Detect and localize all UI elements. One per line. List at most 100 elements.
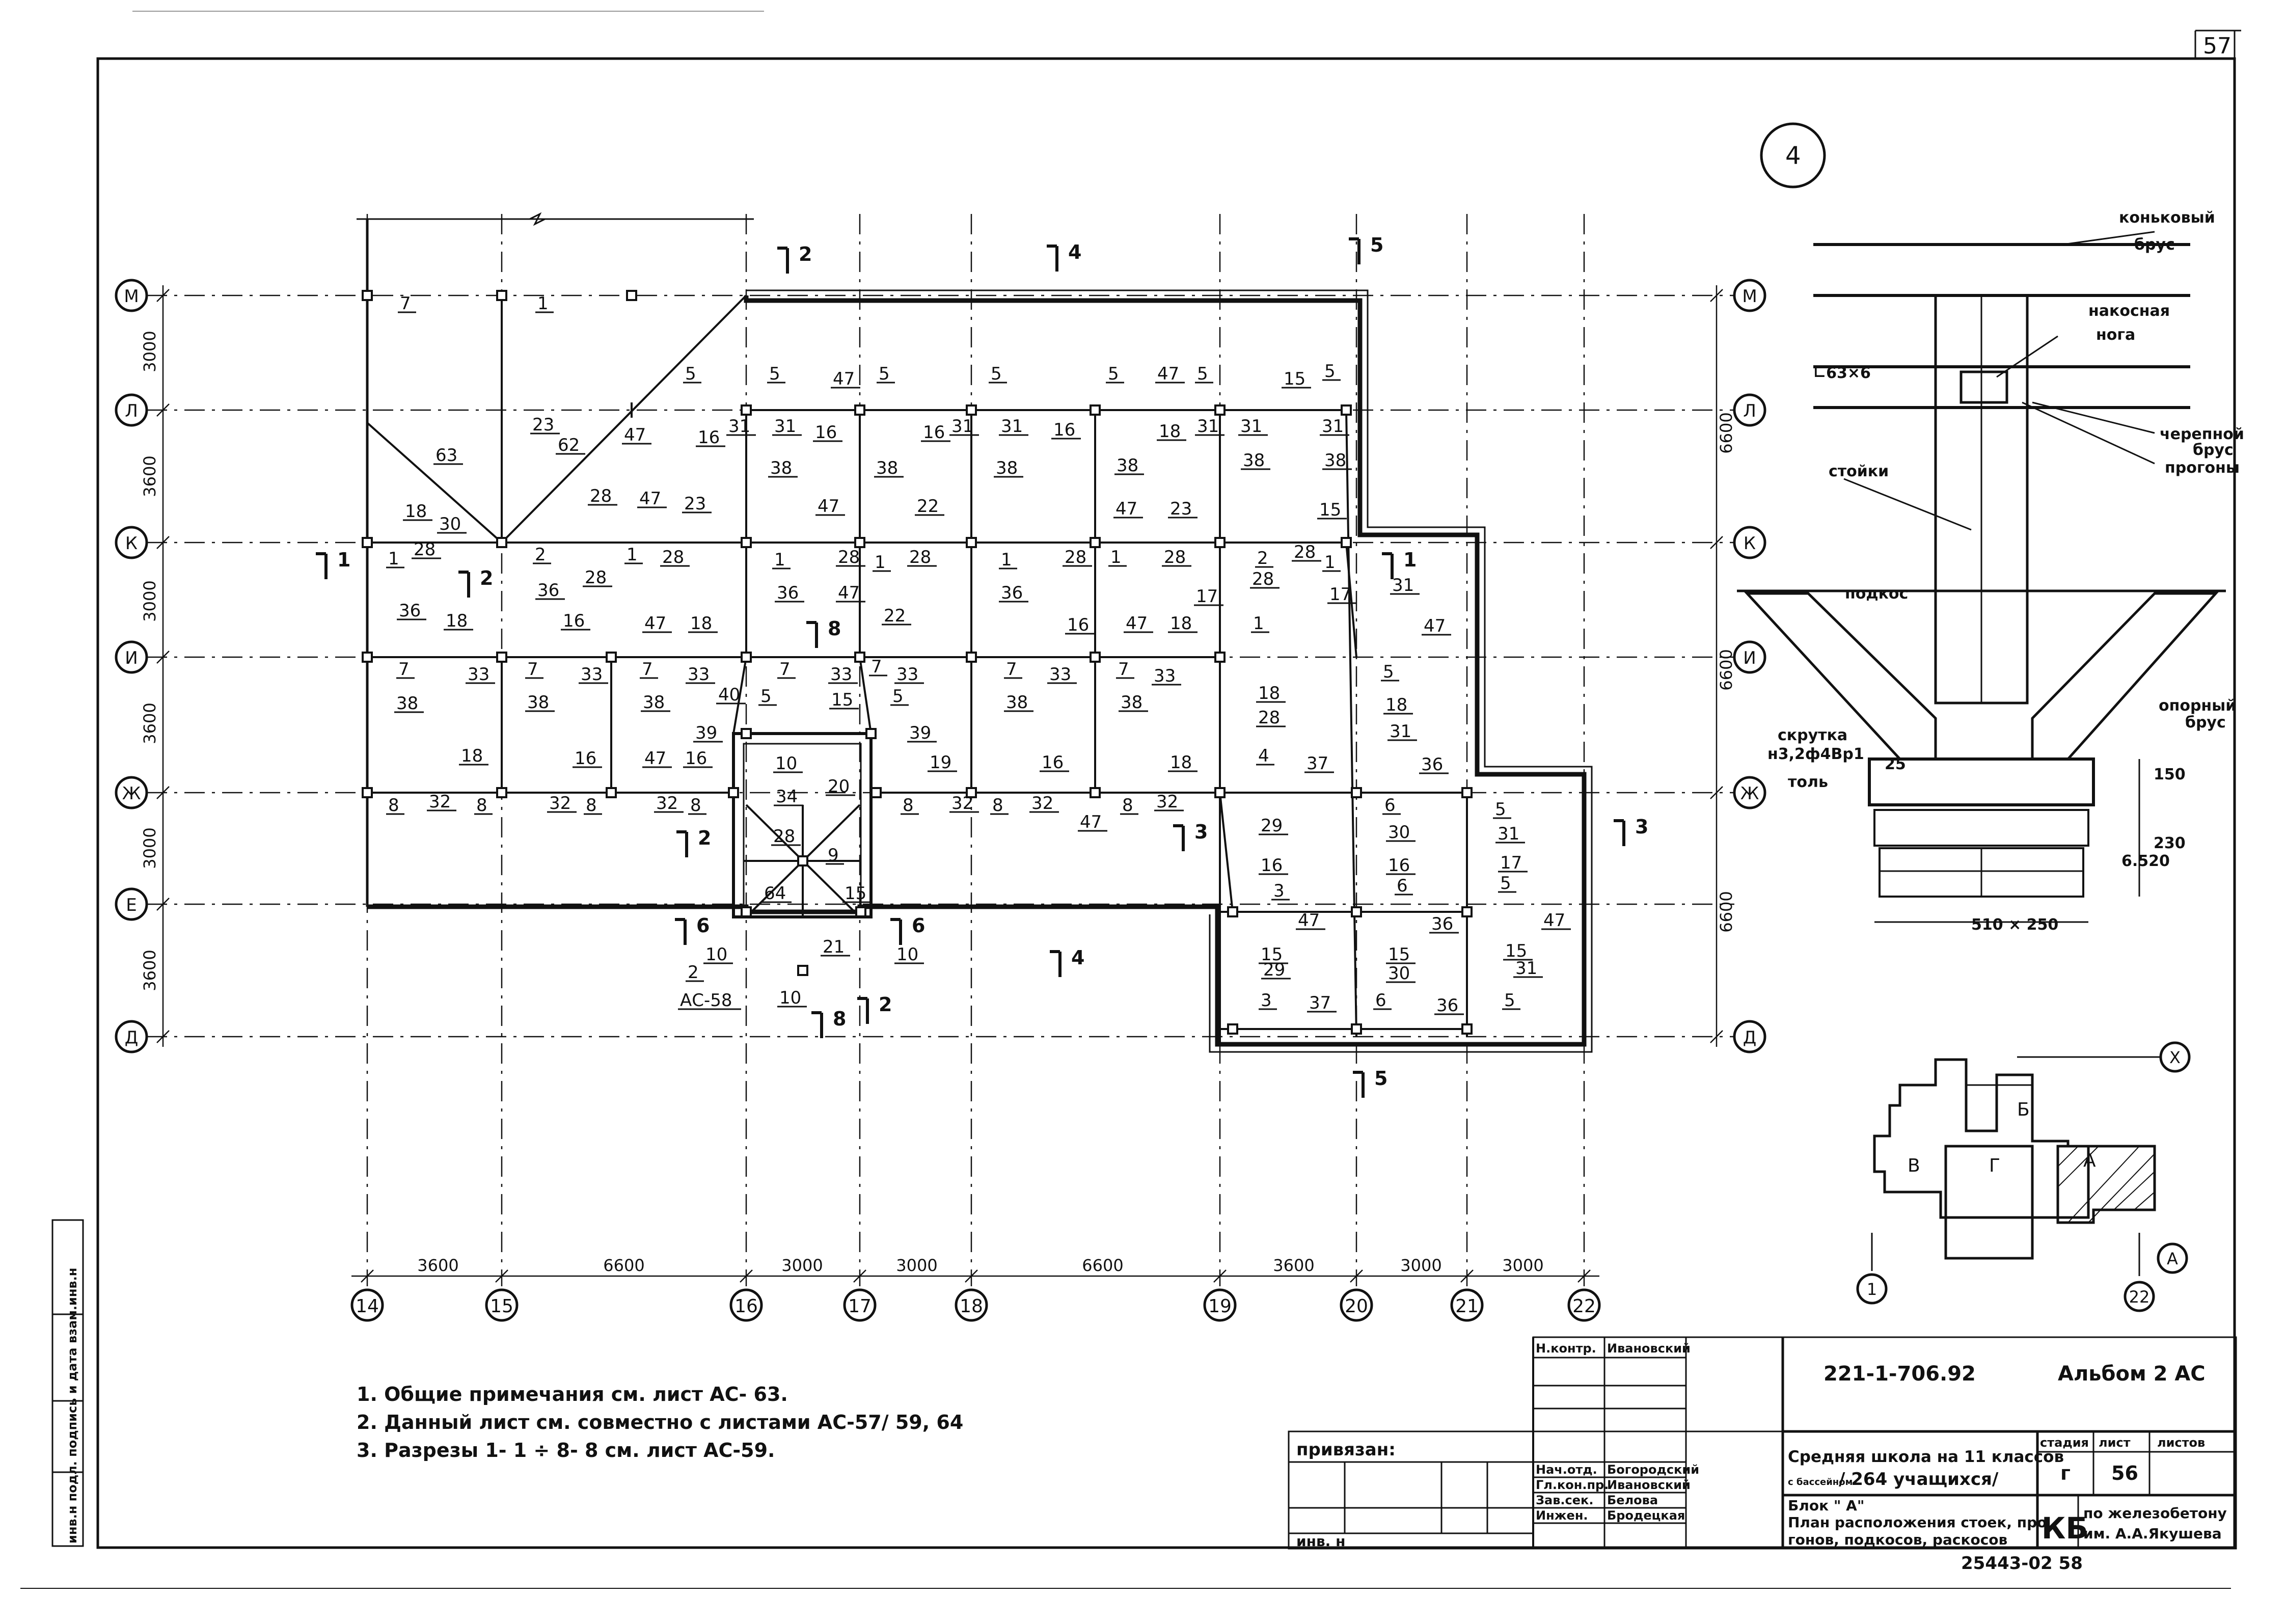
dimension-bottom: 6600 (603, 1256, 644, 1275)
section-cut-label: 4 (1071, 946, 1084, 969)
member-callout: 1 (388, 549, 399, 569)
post (728, 787, 739, 798)
member-callout: 47 (1126, 613, 1148, 634)
dimension-left: 3000 (140, 580, 159, 621)
post (496, 652, 507, 663)
post (741, 404, 752, 416)
post (1227, 906, 1238, 917)
post (741, 906, 752, 917)
section-label: 510 × 250 (1971, 916, 2058, 934)
section-label: 25 (1885, 755, 1906, 773)
post (626, 290, 637, 301)
member-callout: 6 (1375, 990, 1386, 1011)
section-label: ∟63×6 (1813, 364, 1871, 382)
member-callout: 18 (461, 746, 483, 766)
post (1351, 787, 1362, 798)
post (1341, 537, 1352, 548)
member-callout: 34 (776, 787, 798, 807)
section-label: накосная (2088, 302, 2170, 320)
member-callout: 23 (532, 415, 554, 435)
dimension-left: 3600 (140, 702, 159, 744)
post (966, 404, 977, 416)
key-plan (1871, 1056, 2160, 1276)
member-callout: 22 (917, 496, 939, 517)
section-cut-label: 8 (828, 617, 841, 640)
svg-text:Ивановский: Ивановский (1607, 1341, 1691, 1356)
row-axis-bubble-left (115, 279, 148, 312)
member-callout: 47 (624, 425, 646, 445)
dimension-bottom: 3000 (1400, 1256, 1441, 1275)
section-label: скрутка (1778, 726, 1847, 744)
svg-text:инв.н подл. подпись и дата вз: инв.н подл. подпись и дата взам.инв.н (65, 1268, 79, 1544)
member-callout: 8 (388, 795, 399, 816)
column-axis-label: 15 (490, 1296, 513, 1317)
post (1214, 537, 1226, 548)
member-callout: 47 (1298, 910, 1320, 931)
member-callout: 38 (1121, 692, 1142, 713)
member-callout: 28 (585, 567, 607, 588)
sheet-value: 56 (2111, 1462, 2138, 1484)
member-callout: 38 (1117, 455, 1138, 476)
section-cut-label: 8 (833, 1008, 846, 1030)
member-callout: 5 (685, 364, 696, 384)
member-callout: 36 (777, 583, 799, 603)
svg-text:Нач.отд.: Нач.отд. (1536, 1463, 1597, 1477)
member-callout: 15 (1388, 944, 1410, 965)
sheet-number: 57 (2203, 33, 2231, 59)
member-callout: 38 (996, 458, 1018, 478)
row-axis-label-right: И (1743, 648, 1756, 668)
member-callout: 28 (414, 539, 436, 560)
member-callout: 7 (1006, 659, 1017, 680)
member-callout: 37 (1309, 993, 1331, 1013)
svg-text:Гл.кон.пр.: Гл.кон.пр. (1536, 1478, 1609, 1492)
member-callout: 1 (1110, 547, 1122, 567)
key-plan-axis-label: 1 (1867, 1280, 1877, 1299)
section-cut-label: 2 (799, 243, 812, 265)
key-plan-block-label: Г (1989, 1155, 2000, 1176)
member-callout: 28 (1258, 708, 1280, 728)
row-axis-label-left: Е (126, 895, 137, 915)
member-callout: 8 (992, 795, 1003, 816)
column-axis-label: 18 (960, 1296, 983, 1317)
member-callout: 18 (1258, 683, 1280, 703)
member-callout: 29 (1261, 816, 1283, 836)
section-cut-label: 2 (480, 567, 493, 589)
post (1214, 404, 1226, 416)
member-callout: 15 (845, 883, 866, 904)
member-callout: 40 (718, 685, 740, 705)
key-plan-axis-bubble (2157, 1242, 2188, 1274)
member-callout: 5 (1324, 361, 1336, 382)
column-axis-bubble (350, 1288, 384, 1322)
post (797, 855, 808, 867)
member-callout: 47 (1115, 499, 1137, 519)
member-callout: 17 (1196, 586, 1218, 607)
column-axis-bubble (729, 1288, 763, 1322)
member-callout: 1 (627, 545, 638, 565)
title-block: привязан: инв. н 221-1-706.92 Альбом 2 А… (1288, 1336, 2237, 1574)
member-callout: 1 (537, 293, 549, 314)
title-line-1: Средняя школа на 11 классов (1788, 1448, 2064, 1466)
section-cut-label: 1 (1403, 549, 1417, 571)
member-callout: 31 (951, 416, 973, 437)
row-axis-bubble-left (115, 526, 148, 559)
side-stamp: инв.н подл. подпись и дата взам.инв.н (51, 1219, 84, 1547)
column-axis-label: 22 (1572, 1296, 1596, 1317)
member-callout: 31 (1322, 416, 1344, 437)
member-callout: 5 (879, 364, 890, 384)
member-callout: 5 (1383, 662, 1394, 682)
member-callout: 3 (1273, 881, 1285, 901)
member-callout: 31 (1498, 824, 1519, 844)
member-callout: 18 (1385, 695, 1407, 715)
member-callout: 37 (1307, 753, 1328, 774)
post (606, 652, 617, 663)
svg-text:Бродецкая: Бродецкая (1607, 1508, 1685, 1523)
member-callout: 39 (695, 723, 717, 743)
member-callout: 36 (1421, 754, 1443, 775)
member-callout: 16 (1388, 855, 1410, 876)
member-callout: 6 (1397, 876, 1408, 896)
svg-text:лист: лист (2099, 1436, 2131, 1450)
section-label: нога (2096, 326, 2135, 344)
section-label: 6.520 (2121, 852, 2170, 870)
org-line-1: по железобетону (2083, 1505, 2227, 1522)
